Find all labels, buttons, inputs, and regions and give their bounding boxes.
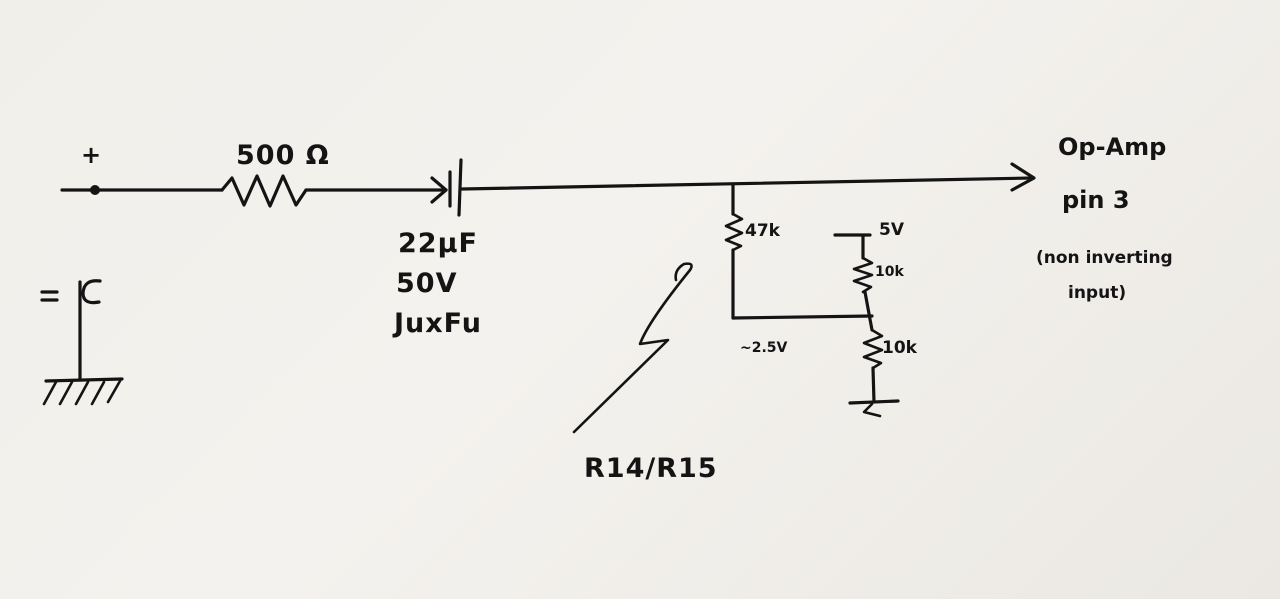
arrow-to-cap [430, 176, 448, 204]
resistor-divider-top [852, 256, 874, 294]
r-top-div-label: 10k [875, 264, 904, 280]
signal-line [460, 176, 1034, 191]
wire-to-divider [731, 314, 874, 320]
arrow-to-opamp [1010, 162, 1036, 192]
c-mark [81, 279, 102, 305]
dest-line-1: Op-Amp [1058, 133, 1167, 161]
input-resistor-label: 500 Ω [236, 140, 330, 171]
cap-plate-right [457, 158, 463, 217]
ground-bar-left [44, 377, 124, 383]
resistor-47k [724, 212, 744, 252]
ground-bar [848, 399, 900, 405]
cap-value-label: 22µF [398, 228, 478, 259]
r-47k-label: 47k [745, 221, 780, 241]
resistor-500-ohm [220, 174, 308, 208]
ground-hatch-left [42, 379, 122, 406]
resistor-divider-bottom [862, 328, 884, 370]
mid-voltage-label: ~2.5V [740, 340, 788, 356]
wire-to-ground [871, 366, 876, 404]
r-bottom-div-label: 10k [882, 338, 917, 358]
dest-line-2: pin 3 [1062, 186, 1130, 214]
cap-voltage-label: 50V [396, 268, 458, 299]
supply-label: 5V [879, 220, 904, 240]
dest-line-4: input) [1068, 283, 1127, 303]
cap-brand-label: JuxFu [394, 308, 483, 339]
reference-label: R14/R15 [584, 453, 718, 484]
wire-div-mid [863, 290, 874, 332]
plus-label: + [81, 141, 102, 169]
dest-line-3: (non inverting [1036, 248, 1173, 268]
ref-pointer [572, 262, 693, 434]
input-terminal [90, 185, 100, 195]
ground-hatch [862, 402, 882, 418]
